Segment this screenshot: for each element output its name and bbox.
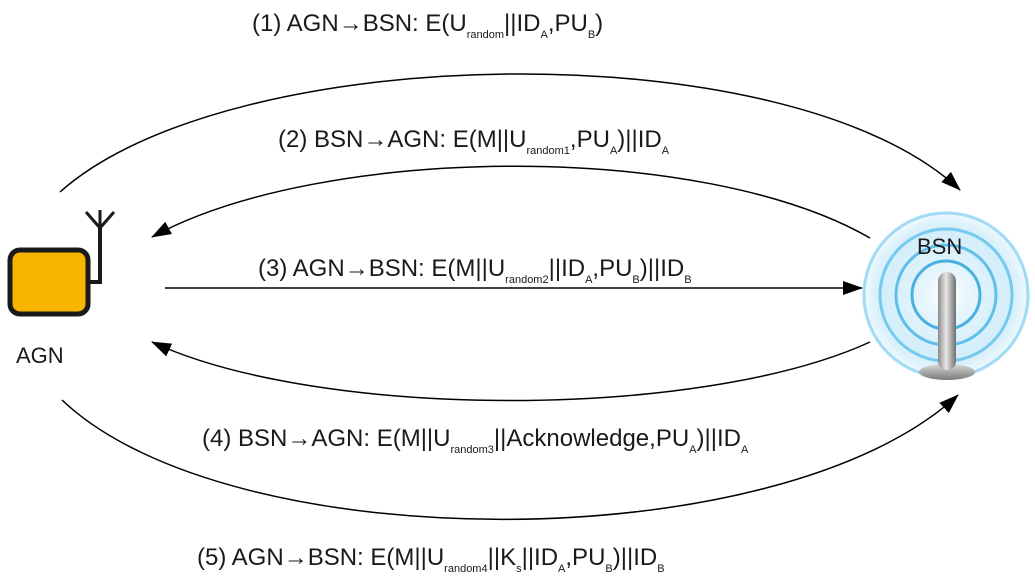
agn-device-icon (7, 210, 116, 317)
label-text: )||ID (697, 425, 741, 452)
label-text: ,PU (570, 126, 610, 153)
arrow-msg4 (151, 341, 871, 402)
subscript-text: A (585, 274, 593, 286)
subscript-text: s (516, 563, 522, 575)
label-text: (1) AGN (252, 10, 339, 37)
subscript-text: random2 (505, 274, 548, 286)
subscript-text: random1 (527, 145, 570, 157)
message-label-msg1: (1) AGN→BSN: E(Urandom||IDA,PUB) (252, 10, 603, 41)
bsn-antenna-icon (860, 209, 1032, 381)
label-text: ||ID (522, 544, 558, 571)
subscript-text: B (605, 563, 612, 575)
subscript-text: A (689, 444, 697, 456)
label-text: ||K (488, 544, 516, 571)
message-label-msg3: (3) AGN→BSN: E(M||Urandom2||IDA,PUB)||ID… (258, 255, 692, 286)
subscript-text: A (610, 145, 618, 157)
label-text: AGN: E(M||U (311, 425, 450, 452)
label-text: ||Acknowledge,PU (494, 425, 689, 452)
message-label-msg4: (4) BSN→AGN: E(M||Urandom3||Acknowledge,… (202, 425, 749, 456)
subscript-text: B (657, 563, 664, 575)
label-text: → (284, 544, 308, 571)
label-text: ,PU (592, 255, 632, 282)
subscript-text: A (558, 563, 566, 575)
subscript-text: A (540, 29, 548, 41)
label-text: (2) BSN (278, 126, 363, 153)
label-text: BSN: E(M||U (308, 544, 444, 571)
label-text: )||ID (613, 544, 657, 571)
subscript-text: random4 (444, 563, 487, 575)
arrow-msg1 (59, 73, 961, 193)
label-text: (4) BSN (202, 425, 287, 452)
label-text: → (345, 255, 369, 282)
label-text: → (363, 126, 387, 153)
label-text: BSN: E(M||U (369, 255, 505, 282)
subscript-text: random (467, 29, 504, 41)
agn-label: AGN (16, 343, 64, 368)
bsn-label: BSN (917, 234, 962, 259)
label-text: → (287, 425, 311, 452)
label-text: ) (595, 10, 603, 37)
label-text: (3) AGN (258, 255, 345, 282)
message-label-msg2: (2) BSN→AGN: E(M||Urandom1,PUA)||IDA (278, 126, 670, 157)
subscript-text: B (684, 274, 691, 286)
label-text: → (339, 10, 363, 37)
arrow-msg5 (61, 394, 959, 521)
subscript-text: A (662, 145, 670, 157)
label-text: ,PU (565, 544, 605, 571)
message-label-msg5: (5) AGN→BSN: E(M||Urandom4||Ks||IDA,PUB)… (197, 544, 665, 575)
label-text: )||ID (617, 126, 661, 153)
label-text: BSN: E(U (363, 10, 467, 37)
subscript-text: B (588, 29, 595, 41)
subscript-text: random3 (451, 444, 494, 456)
label-text: ||ID (504, 10, 540, 37)
arrow-msg2 (151, 165, 871, 239)
label-text: AGN: E(M||U (387, 126, 526, 153)
label-text: ||ID (549, 255, 585, 282)
label-text: ,PU (548, 10, 588, 37)
subscript-text: B (632, 274, 639, 286)
label-text: (5) AGN (197, 544, 284, 571)
label-text: )||ID (640, 255, 684, 282)
subscript-text: A (741, 444, 749, 456)
